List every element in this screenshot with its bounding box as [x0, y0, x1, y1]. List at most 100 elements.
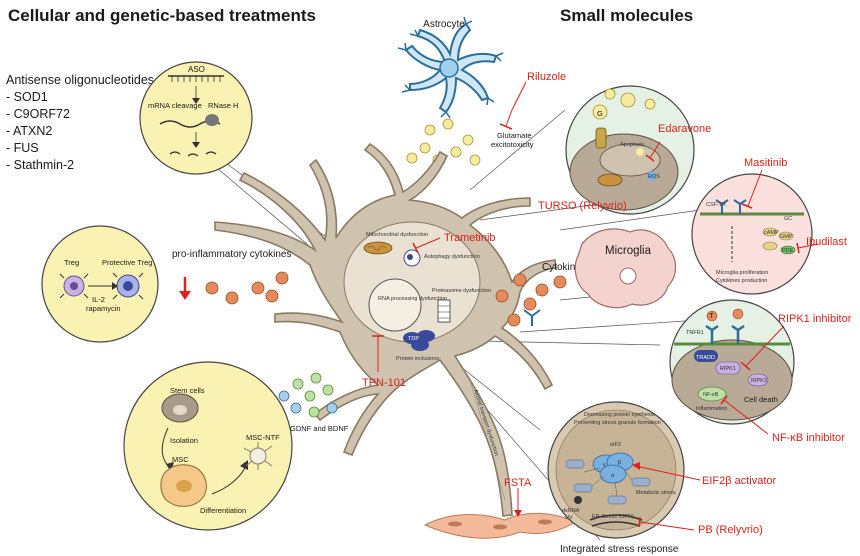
pde-label: PDE	[782, 248, 794, 254]
tnfr1-label: TNFR1	[686, 330, 704, 336]
ripk1-inhibitor-bar	[740, 361, 751, 371]
dsrna-label: dsRNA	[562, 508, 580, 514]
mrna-cleavage-label: mRNA cleavage	[148, 101, 202, 110]
camp-label: cAMP	[764, 230, 779, 236]
uv-label: UV	[565, 515, 573, 521]
aso-inset	[139, 61, 253, 175]
antisense-item: - ATXN2	[6, 124, 52, 138]
astrocyte-cell	[397, 16, 504, 119]
red-down-arrow	[179, 277, 191, 300]
ripk1-inset	[669, 299, 795, 425]
nfkb-node-label: NF-κB	[703, 392, 719, 398]
turso-label: TURSO (Relyvrio)	[538, 200, 627, 212]
gmp-label: GMP	[780, 234, 793, 240]
msc-inset	[123, 361, 293, 531]
proteasome-label: Proteasome dysfunction	[432, 288, 491, 294]
cytokine-dots-left	[205, 271, 289, 305]
riluzole-label: Riluzole	[527, 71, 566, 83]
trametinib-line	[415, 237, 441, 249]
microglia-cell	[574, 228, 677, 309]
eif2b-arrow-line	[635, 465, 701, 481]
riluzole-inhibitor-line	[505, 81, 527, 127]
nfkb-inhibitor-bar	[720, 395, 728, 405]
nfkb-inhibitor-line	[723, 399, 769, 435]
edaravone-inset	[565, 85, 695, 215]
virus-icon	[574, 496, 582, 504]
edaravone-line	[649, 141, 661, 159]
excitotoxicity-label: excitotoxicity	[491, 140, 534, 149]
ripk3-label: RIPK3	[751, 378, 767, 384]
neuron-like-cell-icon	[243, 442, 273, 470]
cytokines-label: Cytokines	[542, 262, 586, 273]
ripk1-inhibitor-label: RIPK1 inhibitor	[778, 313, 852, 325]
ripk1-node-label: RIPK1	[720, 366, 736, 372]
glutamate-label: Glutamate	[497, 131, 532, 140]
cytokine-dots-right	[495, 273, 567, 327]
trametinib-label: Trametinib	[444, 232, 496, 244]
microglia-proliferation-label: Microglia proliferation	[716, 270, 768, 276]
edaravone-label: Edaravone	[658, 123, 711, 135]
rapamycin-label: rapamycin	[86, 304, 121, 313]
protein-inclusions-label: Protein inclusions	[396, 356, 439, 362]
axonal-transport-label: Axonal transport dysfunction	[472, 389, 499, 457]
proteasome-icon	[437, 299, 451, 323]
eif2-alpha-label: α	[611, 473, 615, 479]
receptor-icon	[523, 309, 541, 326]
cytokines-production-label: Cytokines production	[716, 278, 767, 284]
autophagy-label: Autophagy dysfunction	[424, 254, 480, 260]
axon-transport	[469, 379, 506, 501]
ripk1-inhibitor-line	[745, 325, 785, 367]
rnase-h-label: RNase H	[208, 101, 238, 110]
eif2-gamma-label: γ	[603, 462, 606, 468]
er-stress-label: ER-Stress (UPR)	[592, 514, 634, 520]
mitochondria-icon	[363, 241, 393, 255]
antisense-list: Antisense oligonucleotides - SOD1 - C9OR…	[6, 73, 154, 172]
gdnf-label: GDNF and BDNF	[290, 424, 349, 433]
microglia-signaling-inset	[691, 173, 813, 295]
riluzole-inhibitor-bar	[499, 123, 513, 130]
nfkb-inhibitor-label: NF-κB inhibitor	[772, 432, 845, 444]
masitinib-line	[747, 169, 763, 207]
isolation-label: Isolation	[170, 436, 198, 445]
eif2b-arrowhead	[632, 462, 640, 470]
differentiation-label: Differentiation	[200, 506, 246, 515]
eif2b-activator-label: EIF2β activator	[702, 475, 777, 487]
isr-line2: Preventing stress granule formation	[574, 420, 661, 426]
csf1r-label: CSF-1R	[706, 202, 726, 208]
msc-ntf-label: MSC-NTF	[246, 433, 280, 442]
muscle-cells	[423, 512, 576, 539]
eif2-beta-label: β	[618, 460, 621, 466]
metabolic-stress-label: Metabolic stress	[636, 490, 676, 496]
pro-inflammatory-label: pro-inflammatory cytokines	[172, 249, 291, 260]
gc-label: GC	[784, 216, 792, 222]
ibudilast-line	[797, 243, 819, 249]
heading-cellular-genetic: Cellular and genetic-based treatments	[8, 6, 316, 25]
ros-label: ROS	[648, 174, 660, 180]
glutamate-g-label: G	[597, 109, 603, 118]
treg-inset	[41, 225, 159, 343]
ibudilast-bar	[796, 242, 800, 254]
fsta-label: FSTA	[504, 477, 532, 489]
eif2-label: eIF2	[610, 442, 621, 448]
neurotrophic-factor-dots	[278, 372, 338, 418]
tnf-label: T	[709, 311, 714, 320]
antisense-title: Antisense oligonucleotides	[6, 73, 154, 87]
antisense-item: - FUS	[6, 141, 39, 155]
integrated-stress-label: Integrated stress response	[560, 544, 679, 555]
astrocyte-label: Astrocyte	[423, 19, 465, 30]
tradd-label: TRADD	[696, 355, 715, 361]
inflammation-label: Inflammation	[696, 406, 728, 412]
cell-death-label: Cell death	[744, 395, 778, 404]
pb-inhibitor-bar	[638, 516, 641, 528]
heading-small-molecules: Small molecules	[560, 6, 693, 25]
tdp-inclusions-icon: TDP	[403, 330, 435, 351]
il2-label: IL-2	[92, 295, 105, 304]
autophagy-icon	[403, 249, 421, 267]
fsta-arrowhead	[514, 510, 522, 517]
tpn101-label: TPN-101	[362, 377, 406, 389]
trametinib-bar	[412, 242, 419, 254]
isr-line1: Decreasing protein synthesis	[584, 412, 655, 418]
microglia-label: Microglia	[605, 245, 652, 257]
